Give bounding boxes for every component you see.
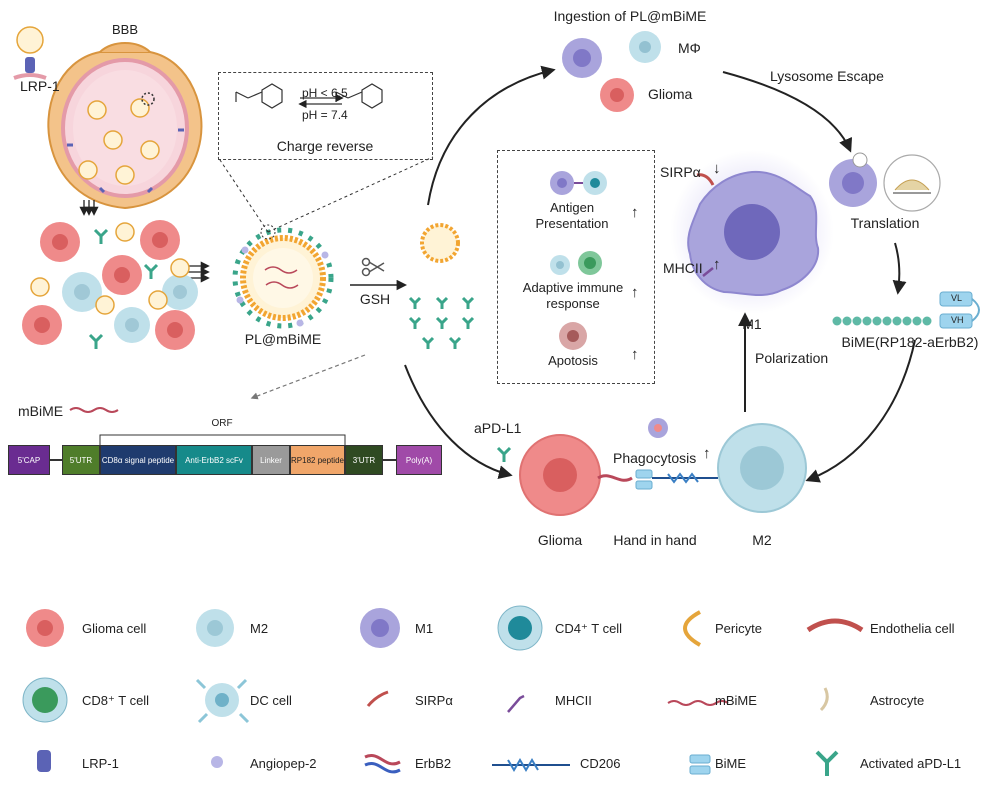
sirpa-down-arrow-icon: ↓ [713,160,721,177]
construct-rp182: RP182 peptide [290,445,345,475]
phagocytosis-up-arrow-icon: ↑ [703,445,711,462]
bime-chain [832,291,980,329]
lrp1-top-label: LRP-1 [20,78,60,94]
legend-endothelia-cell: Endothelia cell [870,621,955,636]
legend-mbime: mBiME [715,693,757,708]
tumor-cell-cluster [22,220,198,350]
mbime-strand-icon [69,407,119,413]
m2-macrophage [717,423,807,513]
ph-acid-label: pH < 6.5 [302,86,348,100]
hand-in-hand-label: Hand in hand [613,532,697,548]
construct-cd8-signal: CD8α signal peptide [100,445,176,475]
apdl1-label: aPD-L1 [474,420,522,436]
m1-macrophage [670,150,834,314]
construct-linker: Linker [252,445,290,475]
apdl1-antibody-icon [496,446,512,462]
legend-bime: BiME [715,756,747,771]
effects-icons [550,171,607,350]
construct-link-b [383,459,396,461]
glioma-top-label: Glioma [648,86,693,102]
construct-anti-erbb2: Anti-ErbB2 scFv [176,445,252,475]
legend-m2: M2 [250,621,269,636]
legend-erbb2: ErbB2 [415,756,452,771]
mhcii-up-arrow-icon: ↑ [713,256,721,273]
legend-m1: M1 [415,621,434,636]
gsh-label: GSH [359,291,391,307]
charge-reverse-box [218,72,433,160]
legend-angiopep2: Angiopep-2 [250,756,317,771]
mbime-label: mBiME [18,403,64,419]
vh-label: VH [951,315,964,325]
macrophage-label: MΦ [678,40,701,56]
effect-adaptive-up-arrow-icon: ↑ [631,284,639,301]
legend-dc-cell: DC cell [250,693,292,708]
legend-glioma-cell: Glioma cell [82,621,147,636]
legend-astrocyte: Astrocyte [870,693,925,708]
lrp1-on-vessel [67,128,184,194]
legend-pericyte: Pericyte [715,621,762,636]
m2-label: M2 [752,532,772,548]
legend-sirpa: SIRPα [415,693,453,708]
bbb-label: BBB [111,22,139,37]
glioma-bottom-label: Glioma [537,532,583,548]
effect-apoptosis: Apotosis [548,353,598,368]
nanoparticle-label: PL@mBiME [244,331,322,347]
glioma-cell-bottom [519,434,601,516]
effect-adaptive-immune: Adaptive immune response [522,280,624,311]
orf-label: ORF [211,418,233,429]
phagocytosis-cells [648,418,668,438]
legend-lrp1: LRP-1 [82,756,119,771]
legend-cd206: CD206 [580,756,621,771]
legend-icons [22,605,864,776]
ingestion-cells [562,31,661,112]
lysosome-escape-label: Lysosome Escape [770,68,884,84]
construct-3utr: 3'UTR [345,445,383,475]
effect-antigen-up-arrow-icon: ↑ [631,204,639,221]
effect-apoptosis-up-arrow-icon: ↑ [631,346,639,363]
lrp1-receptor-top [13,26,47,80]
pl-mbime-nanoparticle [232,224,334,329]
charge-reverse-chemistry [235,83,383,109]
hand-in-hand-bridge [597,469,718,490]
translation-cell [829,152,941,212]
effect-antigen-presentation: Antigen Presentation [535,200,609,231]
scissors-icon [361,257,385,277]
ingestion-label: Ingestion of PL@mBiME [553,8,707,24]
released-mbime-and-antibodies [408,223,475,349]
legend-cd8-t-cell: CD8⁺ T cell [82,693,150,708]
effects-box [497,150,655,384]
m1-label: M1 [742,316,762,332]
charge-reverse-label: Charge reverse [276,138,374,154]
legend-cd4-t-cell: CD4⁺ T cell [555,621,623,636]
legend-activated-apdl1: Activated aPD-L1 [860,756,962,771]
polarization-label: Polarization [755,350,829,366]
ph-neutral-label: pH = 7.4 [302,108,348,122]
vl-label: VL [951,293,963,303]
construct-polya: Poly(A) [396,445,442,475]
legend-mhcii: MHCII [555,693,592,708]
mhcii-m1-label: MHCII [663,260,703,276]
translation-label: Translation [850,215,920,231]
sirpa-m1-label: SIRPα [660,164,701,180]
nanoparticles-in-vessel [78,92,160,185]
cycle-arrows [404,65,916,483]
construct-link-a [50,459,62,461]
construct-5utr: 5'UTR [62,445,100,475]
construct-5cap: 5'CAP [8,445,50,475]
bime-full-label: BiME(RP182-aErbB2) [841,334,979,350]
phagocytosis-label: Phagocytosis [613,450,697,466]
